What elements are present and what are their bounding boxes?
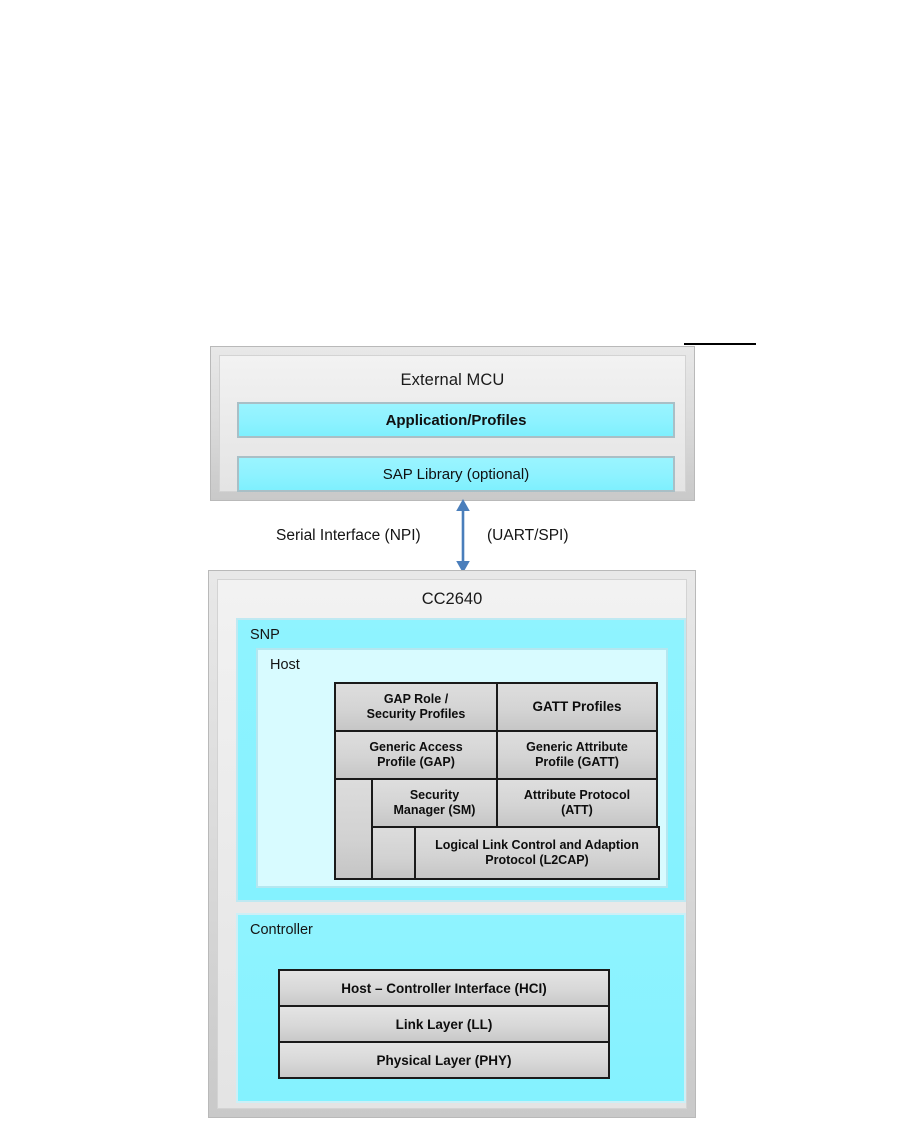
cc2640-pane: CC2640 SNP Host GAP Role / Security Prof…: [217, 579, 687, 1109]
double-headed-vertical-arrow-icon: [456, 499, 470, 573]
external-mcu-pane: External MCU Application/Profiles SAP Li…: [219, 355, 686, 492]
application-profiles-bar: Application/Profiles: [237, 402, 675, 438]
external-mcu-title: External MCU: [400, 371, 505, 389]
snp-label: SNP: [250, 627, 280, 643]
controller-label: Controller: [250, 922, 313, 938]
host-box: Host GAP Role / Security Profiles GATT P…: [256, 648, 668, 888]
cc2640-block: CC2640 SNP Host GAP Role / Security Prof…: [208, 570, 696, 1118]
host-protocol-stack: GAP Role / Security Profiles GATT Profil…: [334, 682, 660, 880]
gatt-profiles-cell: GATT Profiles: [496, 682, 658, 732]
serial-interface-label: Serial Interface (NPI): [276, 527, 421, 544]
link-layer-bar: Link Layer (LL): [278, 1005, 610, 1043]
external-mcu-block: External MCU Application/Profiles SAP Li…: [210, 346, 695, 501]
stack-stub-column-2: [371, 826, 416, 880]
controller-box: Controller Host – Controller Interface (…: [236, 913, 686, 1103]
stack-row: Logical Link Control and Adaption Protoc…: [414, 826, 660, 880]
uart-spi-label: (UART/SPI): [487, 527, 569, 544]
horizontal-rule: [684, 343, 756, 345]
security-manager-cell: Security Manager (SM): [371, 778, 498, 828]
stack-row: Generic Access Profile (GAP) Generic Att…: [334, 730, 660, 780]
l2cap-cell: Logical Link Control and Adaption Protoc…: [414, 826, 660, 880]
generic-access-profile-cell: Generic Access Profile (GAP): [334, 730, 498, 780]
sap-library-bar: SAP Library (optional): [237, 456, 675, 492]
snp-box: SNP Host GAP Role / Security Profiles GA…: [236, 618, 686, 902]
stack-row: Security Manager (SM) Attribute Protocol…: [371, 778, 660, 828]
cc2640-title: CC2640: [421, 590, 483, 608]
attribute-protocol-cell: Attribute Protocol (ATT): [496, 778, 658, 828]
hci-bar: Host – Controller Interface (HCI): [278, 969, 610, 1007]
stack-row: GAP Role / Security Profiles GATT Profil…: [334, 682, 660, 732]
stack-stub-column-1: [334, 778, 373, 880]
generic-attribute-profile-cell: Generic Attribute Profile (GATT): [496, 730, 658, 780]
gap-role-security-profiles-cell: GAP Role / Security Profiles: [334, 682, 498, 732]
host-label: Host: [270, 657, 300, 673]
physical-layer-bar: Physical Layer (PHY): [278, 1041, 610, 1079]
